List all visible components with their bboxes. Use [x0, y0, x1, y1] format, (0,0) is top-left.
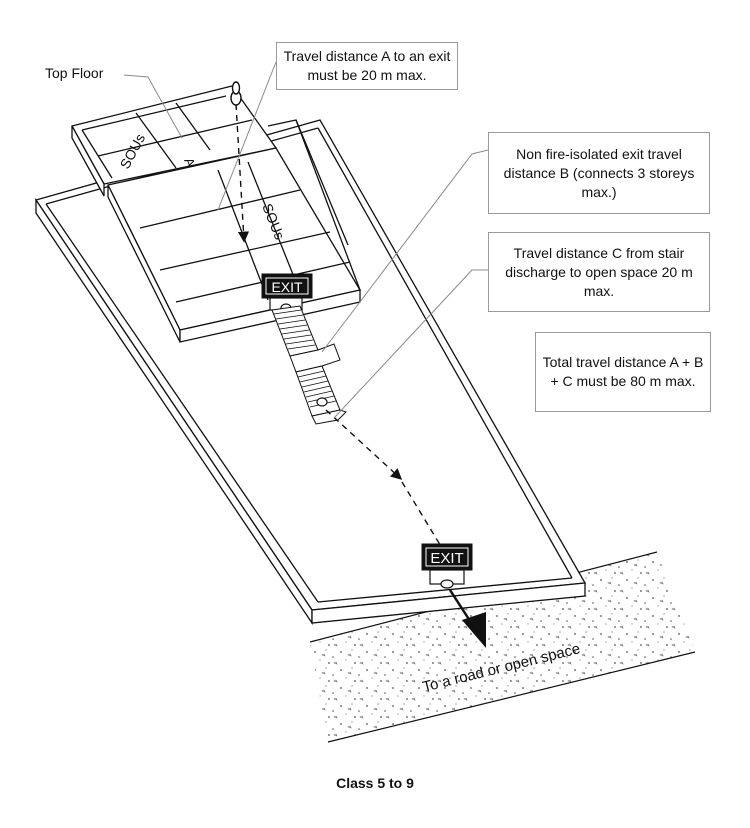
travel-path-c-continued — [401, 481, 443, 549]
stair-discharge-marker — [316, 397, 328, 407]
stair — [271, 305, 347, 425]
exit-sign-lower — [421, 543, 473, 589]
top-floor-label: Top Floor — [45, 65, 104, 81]
upper-floor-left-wing — [71, 85, 278, 197]
callout-travel-distance-b: Non fire-isolated exit travel distance B… — [488, 132, 710, 214]
exit-direction-arrow — [448, 589, 486, 648]
travel-path-a — [230, 81, 250, 243]
callout-total-travel-distance: Total travel distance A + B + C must be … — [535, 332, 711, 412]
travel-path-c — [325, 409, 403, 480]
exit-sign-lower-text: EXIT — [430, 550, 463, 567]
exit-sign-upper-text: EXIT — [271, 279, 303, 295]
diagram-caption: Class 5 to 9 — [336, 775, 414, 791]
callout-travel-distance-c: Travel distance C from stair discharge t… — [488, 232, 710, 312]
callout-travel-distance-a: Travel distance A to an exit must be 20 … — [276, 42, 458, 90]
leader-lines — [123, 61, 489, 419]
